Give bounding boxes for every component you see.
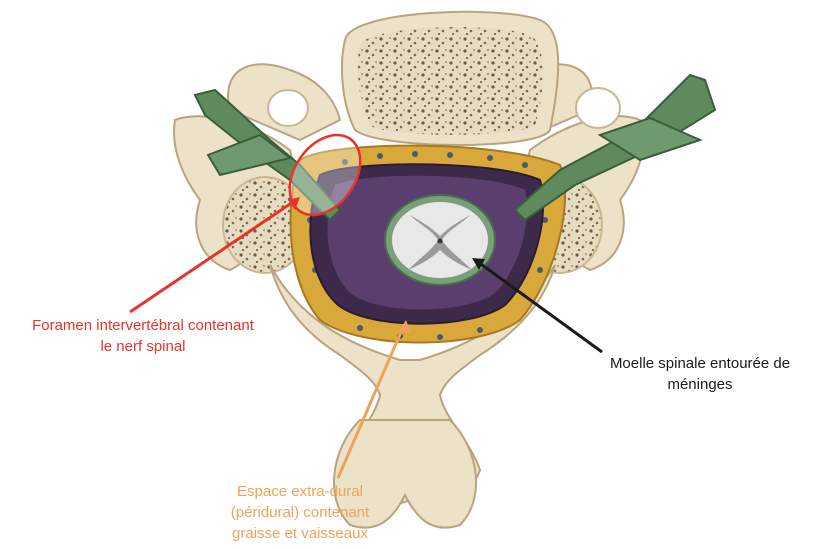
foramen-label: Foramen intervertébral contenant le nerf…: [8, 315, 278, 357]
spinal-cord: [385, 195, 495, 285]
espace-label-line-2: (péridural) contenant: [200, 502, 400, 523]
espace-label: Espace extra-dural (péridural) contenant…: [200, 481, 400, 544]
right-transverse-foramen: [576, 88, 620, 128]
vertebral-body: [342, 12, 558, 145]
left-transverse-foramen: [268, 90, 308, 126]
foramen-label-line-1: Foramen intervertébral contenant: [8, 315, 278, 336]
moelle-label-line-1: Moelle spinale entourée de: [590, 353, 810, 374]
foramen-label-line-2: le nerf spinal: [8, 336, 278, 357]
moelle-label-line-2: méninges: [590, 374, 810, 395]
moelle-label: Moelle spinale entourée de méninges: [590, 353, 810, 395]
espace-label-line-3: graisse et vaisseaux: [200, 523, 400, 544]
espace-label-line-1: Espace extra-dural: [200, 481, 400, 502]
